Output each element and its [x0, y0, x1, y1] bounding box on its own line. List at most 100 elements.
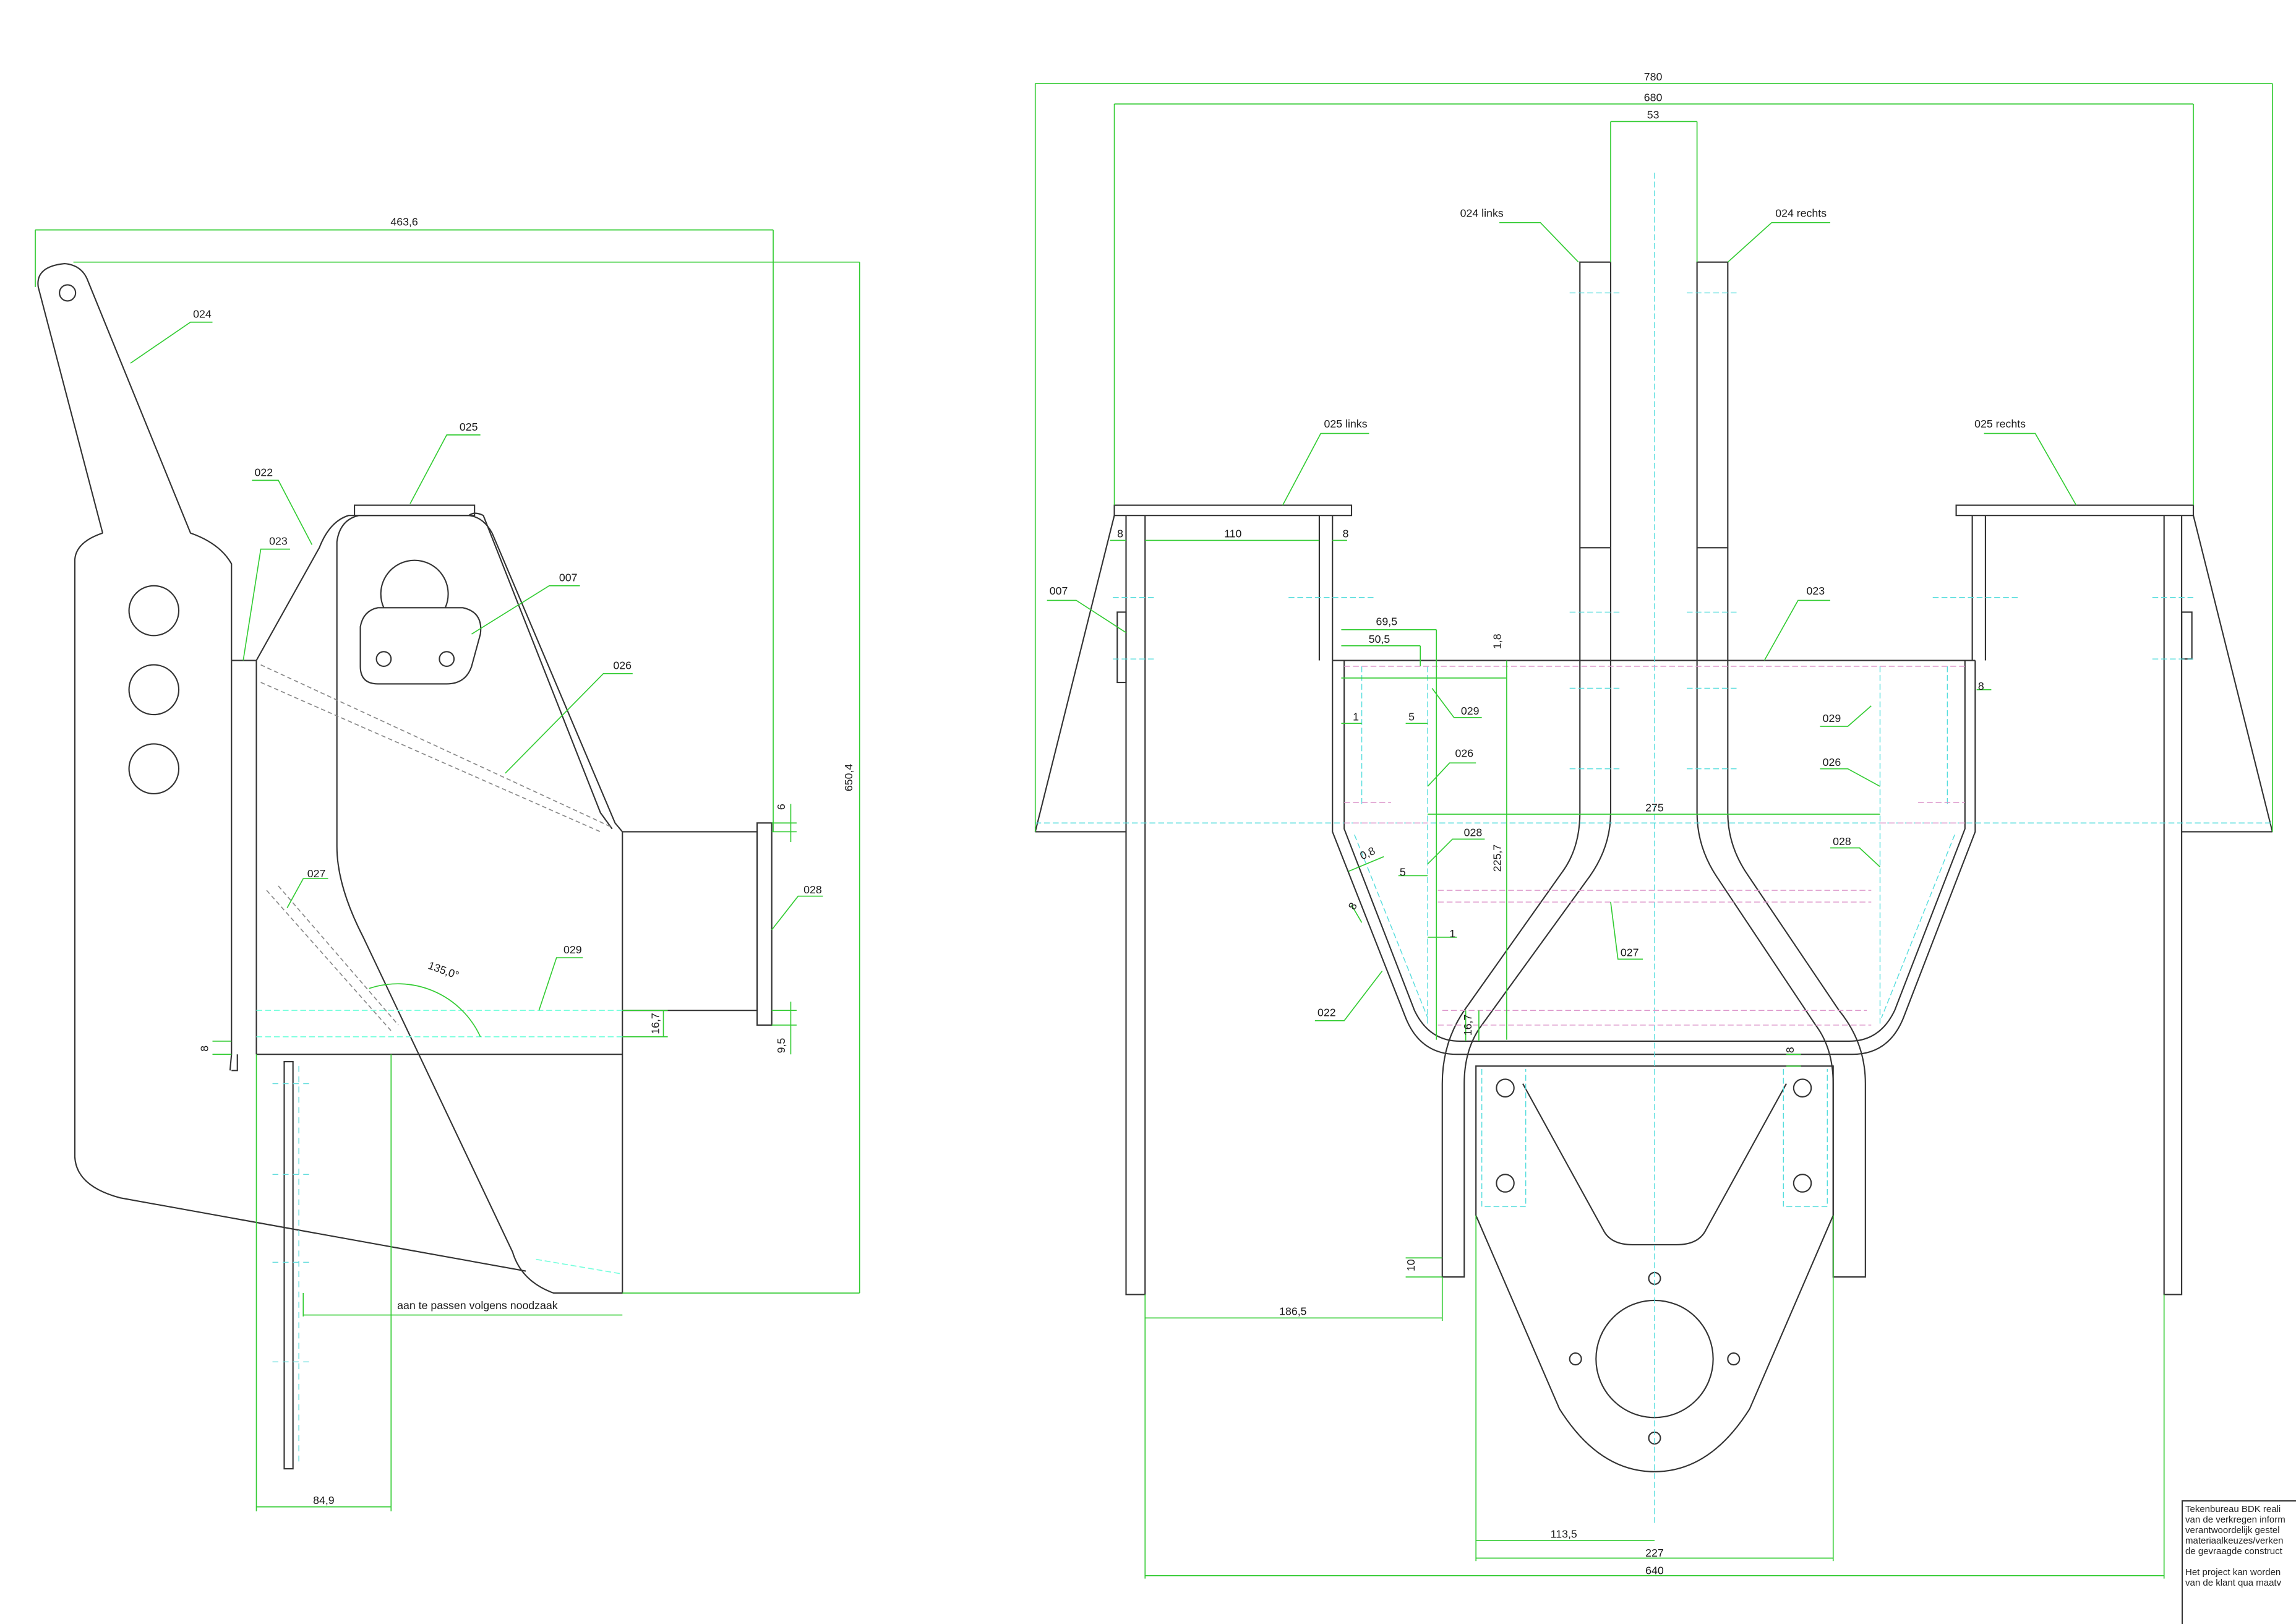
- dim-5b: 5: [1400, 866, 1406, 878]
- label-029-right: 029: [1823, 712, 1841, 724]
- dim-69-5: 69,5: [1376, 616, 1398, 628]
- plate-025-rechts: [1955, 504, 2195, 517]
- gusset-007-right: [2181, 515, 2273, 833]
- front-dimensions: [1034, 83, 2273, 1579]
- dim-113-5: 113,5: [1551, 1527, 1577, 1540]
- dim-8-bottom: 8: [1784, 1047, 1796, 1053]
- label-025-rechts: 025 rechts: [1974, 418, 2026, 430]
- dim-9-5: 9,5: [775, 1038, 787, 1054]
- hidden-cyan: [1035, 173, 2272, 1523]
- plate-025-links: [1113, 504, 1353, 517]
- dim-1a: 1: [1353, 711, 1359, 723]
- mount-hole-bl: [1496, 1174, 1515, 1193]
- notes-line: Tekenbureau BDK reali: [2185, 1504, 2281, 1514]
- dim-8-left-top: 8: [1117, 528, 1123, 540]
- label-029-left: 029: [1461, 705, 1480, 717]
- notes-line: van de verkregen inform: [2185, 1514, 2285, 1525]
- dim-53: 53: [1647, 109, 1660, 121]
- bolt-hole-right: [1727, 1352, 1741, 1366]
- label-027: 027: [307, 867, 326, 880]
- label-028-left: 028: [1464, 827, 1483, 839]
- mount-hole-tl: [1496, 1078, 1515, 1098]
- side-frame-022: [255, 515, 758, 1294]
- dim-186-5: 186,5: [1279, 1305, 1307, 1318]
- dim-640: 640: [1645, 1565, 1664, 1577]
- dim-16-7: 16,7: [649, 1013, 661, 1034]
- dim-8-slant: 8: [1346, 900, 1360, 912]
- lever-arm-024: [37, 262, 526, 1272]
- dim-0-8: 0,8: [1358, 844, 1377, 862]
- label-026: 026: [613, 659, 632, 672]
- label-023: 023: [269, 535, 288, 548]
- adjust-hole-2: [128, 664, 180, 716]
- plate-025: [354, 504, 476, 517]
- notes-line: Het project kan worden: [2185, 1567, 2281, 1578]
- bottom-hitch-plate: [1475, 1065, 1834, 1472]
- dim-50-5: 50,5: [1369, 633, 1390, 645]
- label-022: 022: [255, 466, 273, 478]
- dim-110: 110: [1224, 528, 1241, 540]
- front-dim-text: 780 680 53 110 8 8 69,5 50,5 1,8 1 5 275…: [1050, 71, 2026, 1576]
- label-024-rechts: 024 rechts: [1775, 207, 1827, 219]
- dim-680: 680: [1644, 91, 1663, 103]
- note-adjust: aan te passen volgens noodzaak: [397, 1299, 558, 1312]
- label-026-left: 026: [1455, 747, 1473, 760]
- notes-line: verantwoordelijk gestel: [2185, 1525, 2280, 1536]
- bolt-hole-left: [1569, 1352, 1582, 1366]
- hidden-bar-029: [256, 1010, 623, 1275]
- hitch-plate-007: [359, 607, 482, 685]
- adjust-hole-1: [128, 585, 180, 637]
- side-view: 463,6 650,4 6 9,5 16,7 8 84,9 135,0° aan…: [35, 216, 860, 1511]
- dim-8-mid-top: 8: [1343, 528, 1349, 540]
- dim-1b: 1: [1449, 927, 1455, 940]
- label-007-front: 007: [1050, 585, 1068, 597]
- dim-8-side: 8: [198, 1046, 210, 1052]
- label-024: 024: [193, 308, 212, 320]
- label-029: 029: [563, 943, 582, 956]
- dim-16-7-front: 16,7: [1462, 1015, 1474, 1036]
- dim-84-9: 84,9: [313, 1494, 335, 1506]
- hidden-strut-027: [266, 885, 399, 1033]
- gusset-007-left: [1034, 515, 1127, 833]
- hidden-magenta: [1344, 666, 1965, 1026]
- label-022-front: 022: [1317, 1007, 1336, 1019]
- hidden-strut-026: [260, 664, 613, 833]
- notes-line: van de klant qua maatv: [2185, 1578, 2282, 1588]
- dim-1-8: 1,8: [1491, 634, 1503, 649]
- hopper-022-outer: [1332, 660, 1976, 1055]
- side-dim-text: 463,6 650,4 6 9,5 16,7 8 84,9 135,0° aan…: [193, 216, 855, 1506]
- side-dimensions: [35, 229, 860, 1511]
- dim-6: 6: [775, 804, 787, 810]
- arm-024-rechts: [1696, 261, 1866, 1278]
- side-plate-023: [231, 659, 257, 1072]
- label-028-right: 028: [1833, 835, 1851, 848]
- dim-10: 10: [1405, 1259, 1417, 1271]
- dim-225-7: 225,7: [1491, 844, 1503, 872]
- label-028: 028: [803, 883, 822, 896]
- angle-135: 135,0°: [427, 959, 461, 981]
- dim-780: 780: [1644, 71, 1663, 83]
- label-026-right: 026: [1823, 756, 1841, 768]
- hitch-hole-left: [375, 651, 392, 668]
- label-027-front: 027: [1621, 947, 1639, 959]
- label-007: 007: [559, 572, 578, 584]
- hitch-eye: [380, 559, 449, 608]
- arm-024-links: [1441, 261, 1612, 1278]
- pivot-hole: [59, 284, 77, 302]
- hopper-022-inner: [1343, 660, 1966, 1042]
- notes-line: materiaalkeuzes/verken: [2185, 1536, 2284, 1546]
- notes-line: de gevraagde construct: [2185, 1546, 2282, 1557]
- frame-inner: [256, 512, 623, 1055]
- dim-463-6: 463,6: [390, 216, 418, 228]
- label-024-links: 024 links: [1460, 207, 1504, 219]
- label-023-front: 023: [1807, 585, 1825, 597]
- label-025-links: 025 links: [1324, 418, 1368, 430]
- pin-centerline: [272, 1066, 311, 1464]
- vertical-pin: [283, 1061, 294, 1470]
- title-block-notes: Tekenbureau BDK reali van de verkregen i…: [2182, 1500, 2296, 1624]
- label-025: 025: [460, 421, 478, 433]
- adjust-hole-3: [128, 743, 180, 794]
- hitch-hole-right: [439, 651, 455, 668]
- plate-028: [756, 822, 773, 1026]
